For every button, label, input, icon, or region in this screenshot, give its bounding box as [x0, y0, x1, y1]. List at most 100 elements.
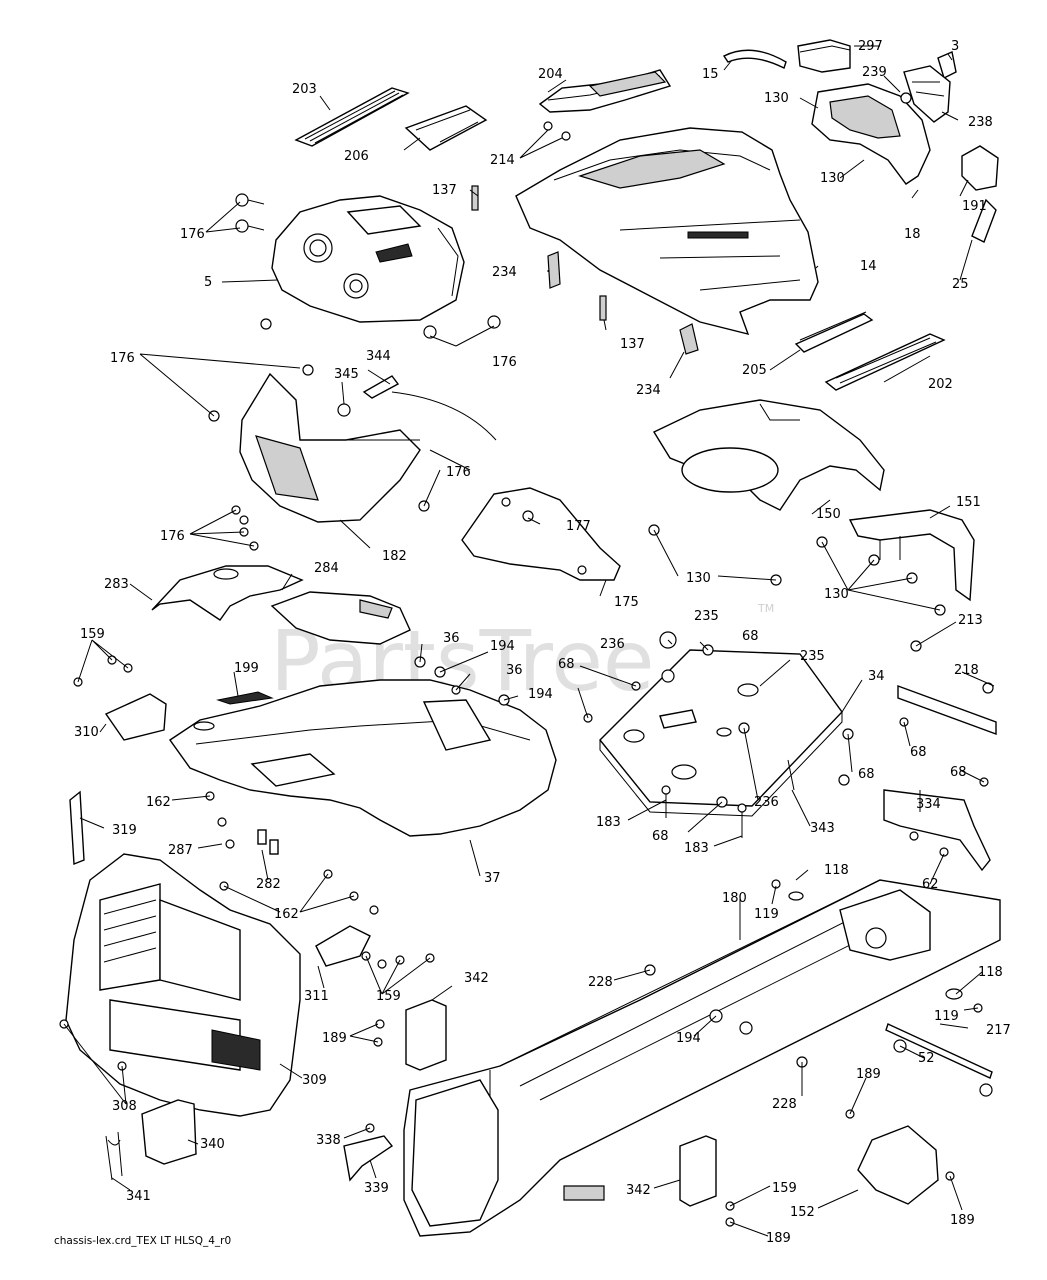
callout-287[interactable]: 287 — [168, 843, 193, 858]
callout-205[interactable]: 205 — [742, 363, 767, 378]
callout-238[interactable]: 238 — [968, 115, 993, 130]
callout-176[interactable]: 176 — [492, 355, 517, 370]
callout-137[interactable]: 137 — [432, 183, 457, 198]
callout-239[interactable]: 239 — [862, 65, 887, 80]
callout-338[interactable]: 338 — [316, 1133, 341, 1148]
callout-25[interactable]: 25 — [952, 277, 969, 292]
callout-176[interactable]: 176 — [446, 465, 471, 480]
part-14-hood[interactable] — [515, 127, 819, 335]
callout-15[interactable]: 15 — [702, 67, 719, 82]
callout-236[interactable]: 236 — [754, 795, 779, 810]
callout-319[interactable]: 319 — [112, 823, 137, 838]
part-204-cover[interactable] — [538, 69, 672, 113]
callout-176[interactable]: 176 — [180, 227, 205, 242]
callout-130[interactable]: 130 — [820, 171, 845, 186]
callout-183[interactable]: 183 — [596, 815, 621, 830]
part-175-bracket[interactable] — [461, 487, 621, 581]
part-234-clip-b[interactable] — [679, 323, 699, 355]
part-214-fasteners[interactable] — [543, 121, 571, 141]
callout-119[interactable]: 119 — [934, 1009, 959, 1024]
callout-194[interactable]: 194 — [528, 687, 553, 702]
part-180-frame[interactable] — [403, 879, 1001, 1237]
part-234-clip-a[interactable] — [547, 251, 561, 289]
callout-162[interactable]: 162 — [274, 907, 299, 922]
callout-130[interactable]: 130 — [764, 91, 789, 106]
part-217-rod[interactable] — [885, 1023, 993, 1097]
part-284-cover[interactable] — [270, 591, 411, 645]
callout-68[interactable]: 68 — [558, 657, 575, 672]
callout-36[interactable]: 36 — [506, 663, 523, 678]
callout-206[interactable]: 206 — [344, 149, 369, 164]
part-137-pin-b[interactable] — [599, 295, 607, 321]
callout-341[interactable]: 341 — [126, 1189, 151, 1204]
callout-62[interactable]: 62 — [922, 877, 939, 892]
callout-343[interactable]: 343 — [810, 821, 835, 836]
part-309-grille[interactable] — [65, 853, 301, 1117]
part-206-bracket[interactable] — [404, 105, 488, 151]
callout-342[interactable]: 342 — [626, 1183, 651, 1198]
callout-175[interactable]: 175 — [614, 595, 639, 610]
callout-234[interactable]: 234 — [636, 383, 661, 398]
part-319-bracket[interactable] — [69, 790, 85, 866]
callout-282[interactable]: 282 — [256, 877, 281, 892]
callout-5[interactable]: 5 — [204, 275, 212, 290]
callout-119[interactable]: 119 — [754, 907, 779, 922]
part-183-343-pins[interactable] — [661, 759, 795, 838]
part-344-cable[interactable] — [362, 375, 497, 441]
callout-213[interactable]: 213 — [958, 613, 983, 628]
callout-342[interactable]: 342 — [464, 971, 489, 986]
callout-118[interactable]: 118 — [824, 863, 849, 878]
part-341-spring[interactable] — [105, 1131, 123, 1181]
callout-34[interactable]: 34 — [868, 669, 885, 684]
callout-3[interactable]: 3 — [951, 39, 959, 54]
callout-234[interactable]: 234 — [492, 265, 517, 280]
callout-182[interactable]: 182 — [382, 549, 407, 564]
part-150-shroud[interactable] — [652, 399, 885, 511]
callout-236[interactable]: 236 — [600, 637, 625, 652]
callout-339[interactable]: 339 — [364, 1181, 389, 1196]
callout-68[interactable]: 68 — [858, 767, 875, 782]
callout-235[interactable]: 235 — [800, 649, 825, 664]
part-191-block[interactable] — [961, 145, 999, 191]
callout-334[interactable]: 334 — [916, 797, 941, 812]
callout-159[interactable]: 159 — [376, 989, 401, 1004]
callout-159[interactable]: 159 — [80, 627, 105, 642]
callout-176[interactable]: 176 — [160, 529, 185, 544]
part-25-clip[interactable] — [971, 198, 997, 243]
part-297-block[interactable] — [797, 39, 851, 73]
callout-152[interactable]: 152 — [790, 1205, 815, 1220]
part-311-bracket[interactable] — [315, 925, 435, 969]
part-5-console[interactable] — [271, 195, 465, 323]
part-151-bracket[interactable] — [848, 509, 975, 602]
callout-228[interactable]: 228 — [772, 1097, 797, 1112]
callout-18[interactable]: 18 — [904, 227, 921, 242]
callout-310[interactable]: 310 — [74, 725, 99, 740]
callout-191[interactable]: 191 — [962, 199, 987, 214]
part-238-dash-bezel[interactable] — [811, 65, 951, 185]
callout-189[interactable]: 189 — [322, 1031, 347, 1046]
part-199-clip[interactable] — [216, 691, 274, 705]
callout-176[interactable]: 176 — [110, 351, 135, 366]
callout-345[interactable]: 345 — [334, 367, 359, 382]
callout-194[interactable]: 194 — [676, 1031, 701, 1046]
callout-218[interactable]: 218 — [954, 663, 979, 678]
part-342-plate-b[interactable] — [679, 1135, 735, 1227]
part-334-bracket[interactable] — [883, 789, 991, 872]
part-37-footrest[interactable] — [169, 679, 557, 837]
callout-177[interactable]: 177 — [566, 519, 591, 534]
part-218-bracket[interactable] — [897, 640, 997, 736]
part-283-cover[interactable] — [151, 565, 304, 621]
callout-340[interactable]: 340 — [200, 1137, 225, 1152]
callout-214[interactable]: 214 — [490, 153, 515, 168]
callout-137[interactable]: 137 — [620, 337, 645, 352]
callout-228[interactable]: 228 — [588, 975, 613, 990]
callout-204[interactable]: 204 — [538, 67, 563, 82]
part-203-strip[interactable] — [294, 87, 410, 147]
part-62-fasteners[interactable] — [909, 831, 949, 857]
callout-180[interactable]: 180 — [722, 891, 747, 906]
part-342-plate-a[interactable] — [373, 999, 447, 1071]
callout-217[interactable]: 217 — [986, 1023, 1011, 1038]
callout-183[interactable]: 183 — [684, 841, 709, 856]
callout-297[interactable]: 297 — [858, 39, 883, 54]
callout-151[interactable]: 151 — [956, 495, 981, 510]
